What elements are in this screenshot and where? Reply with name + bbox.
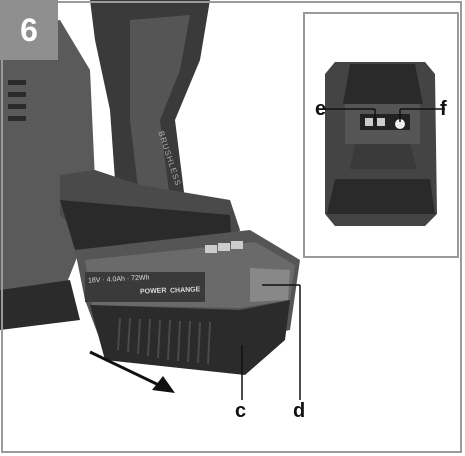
arrow-down-right-icon xyxy=(152,376,175,393)
step-number-badge: 6 xyxy=(0,0,58,60)
detail-inset: e f xyxy=(303,12,459,258)
battery-brand-label: POWER xyxy=(139,287,167,296)
callout-d: d xyxy=(293,400,306,422)
battery-top-illustration xyxy=(325,62,445,226)
callout-c: c xyxy=(235,400,247,422)
callout-f: f xyxy=(440,98,447,120)
callout-e: e xyxy=(315,98,327,120)
